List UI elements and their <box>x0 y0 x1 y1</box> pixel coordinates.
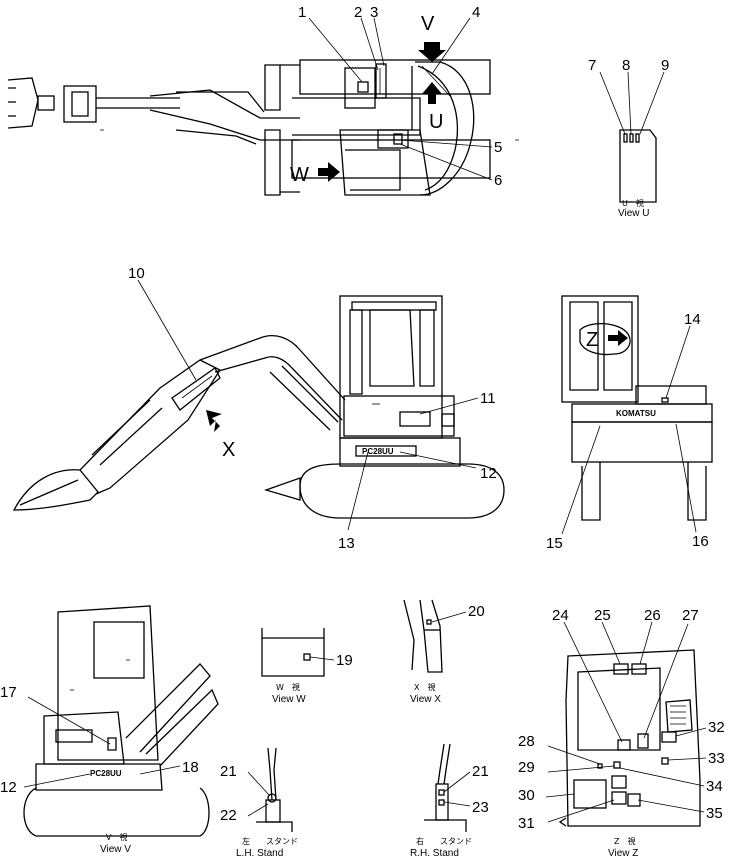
view-v-model-decal: PC28UU <box>90 769 122 778</box>
callout-28: 28 <box>518 733 535 750</box>
callout-7: 7 <box>588 57 596 74</box>
callout-18: 18 <box>182 759 199 776</box>
callout-24: 24 <box>552 607 569 624</box>
view-letter-z: Z <box>586 329 598 351</box>
callout-25: 25 <box>594 607 611 624</box>
side-view-drawing <box>12 295 505 519</box>
callout-32: 32 <box>708 719 725 736</box>
callout-8: 8 <box>622 57 630 74</box>
callout-9: 9 <box>661 57 669 74</box>
view-z-leaders <box>545 621 707 823</box>
callout-34: 34 <box>706 778 723 795</box>
callout-12-view-v: 12 <box>0 779 17 796</box>
callout-2: 2 <box>354 4 362 21</box>
callout-11: 11 <box>480 390 496 407</box>
view-w-drawing <box>261 628 335 677</box>
rear-brand-decal: KOMATSU <box>616 409 656 418</box>
view-x-caption-jp: X 視 <box>414 683 435 692</box>
callout-1: 1 <box>298 4 306 21</box>
side-model-decal: PC28UU <box>362 447 394 456</box>
view-x-caption: View X <box>410 694 441 705</box>
view-u-caption: View U <box>618 208 650 219</box>
view-letter-v: V <box>421 13 435 35</box>
rear-view-leaders <box>561 325 697 535</box>
view-x-drawing <box>403 599 467 673</box>
callout-13: 13 <box>338 535 355 552</box>
callout-10: 10 <box>128 265 145 282</box>
callout-27: 27 <box>682 607 699 624</box>
view-u-caption-jp: U 視 <box>622 199 644 208</box>
callout-19: 19 <box>336 652 353 669</box>
rear-view-drawing <box>561 295 713 521</box>
callout-22: 22 <box>220 807 237 824</box>
view-letter-x: X <box>222 439 235 461</box>
callout-4: 4 <box>472 4 480 21</box>
callout-3: 3 <box>370 4 378 21</box>
view-v-leaders <box>23 696 181 788</box>
view-v-caption-jp: V 視 <box>106 833 127 842</box>
view-w-caption: View W <box>272 694 306 705</box>
view-letter-w: W <box>290 164 309 186</box>
callout-6: 6 <box>494 172 502 189</box>
top-view-leaders <box>308 17 493 181</box>
callout-15: 15 <box>546 535 563 552</box>
callout-5: 5 <box>494 139 502 156</box>
callout-16: 16 <box>692 533 709 550</box>
callout-31: 31 <box>518 815 535 832</box>
rh-stand-drawing <box>424 743 471 832</box>
rh-caption: R.H. Stand <box>410 848 459 859</box>
callout-29: 29 <box>518 759 535 776</box>
callout-33: 33 <box>708 750 725 767</box>
top-view-drawing <box>7 42 519 196</box>
view-z-caption-jp: Z 視 <box>614 837 635 846</box>
side-view-leaders <box>137 279 479 531</box>
callout-35: 35 <box>706 805 723 822</box>
view-w-caption-jp: W 視 <box>276 683 300 692</box>
lh-caption: L.H. Stand <box>236 848 283 859</box>
callout-20: 20 <box>468 603 485 620</box>
callout-21-rh: 21 <box>472 763 489 780</box>
view-v-caption: View V <box>100 844 131 855</box>
callout-12: 12 <box>480 465 497 482</box>
lh-stand-drawing <box>247 747 293 832</box>
callout-21-lh: 21 <box>220 763 237 780</box>
callout-23: 23 <box>472 799 489 816</box>
view-z-drawing <box>558 649 701 827</box>
view-v-drawing <box>23 605 219 837</box>
callout-17: 17 <box>0 684 17 701</box>
rh-caption-jp: 右 スタンド <box>416 836 472 846</box>
lh-caption-jp: 左 スタンド <box>242 836 298 846</box>
view-z-caption: View Z <box>608 848 638 859</box>
callout-30: 30 <box>518 787 535 804</box>
callout-14: 14 <box>684 311 701 328</box>
view-u-drawing <box>599 71 665 203</box>
view-letter-u: U <box>429 111 443 133</box>
callout-26: 26 <box>644 607 661 624</box>
